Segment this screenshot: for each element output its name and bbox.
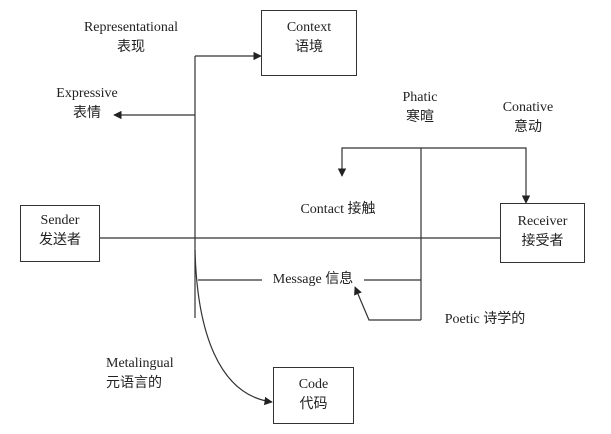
- arrow-contact: [337, 147, 421, 177]
- representational-label-en: Representational: [83, 20, 179, 35]
- representational-label-zh: 表现: [117, 40, 145, 55]
- context-label-zh: 语境: [295, 40, 323, 55]
- context-box: [261, 10, 357, 76]
- phatic-label: Phatic 寒暄: [380, 88, 460, 128]
- contact-label: Contact 接触: [300, 202, 376, 217]
- code-box: [273, 367, 354, 424]
- sender-label-zh: 发送者: [39, 233, 81, 248]
- arrow-to-receiver: [421, 147, 531, 204]
- receiver-label-zh: 接受者: [521, 234, 564, 249]
- arrow-to-code: [194, 249, 273, 406]
- metalingual-label: Metalingual 元语言的: [106, 354, 190, 394]
- metalingual-label-zh: 元语言的: [106, 376, 162, 391]
- expressive-label-zh: 表情: [73, 106, 101, 121]
- code-label-en: Code: [298, 377, 329, 392]
- expressive-label-en: Expressive: [56, 86, 118, 101]
- expressive-label: Expressive 表情: [42, 84, 132, 124]
- phatic-label-zh: 寒暄: [406, 110, 434, 125]
- poetic-label: Poetic 诗学的: [444, 312, 526, 327]
- representational-label: Representational 表现: [66, 18, 196, 58]
- conative-label-en: Conative: [502, 100, 554, 115]
- conative-label: Conative 意动: [488, 98, 568, 138]
- message-label: Message 信息: [272, 272, 354, 287]
- receiver-box: [500, 203, 585, 263]
- sender-label: Sender 发送者: [20, 211, 100, 251]
- receiver-label: Receiver 接受者: [500, 212, 585, 252]
- metalingual-label-en: Metalingual: [106, 356, 174, 371]
- sender-box: [20, 205, 100, 262]
- code-label: Code 代码: [273, 375, 354, 415]
- receiver-label-en: Receiver: [517, 214, 568, 229]
- code-label-zh: 代码: [299, 397, 328, 412]
- arrow-poetic: [354, 286, 421, 321]
- phatic-label-en: Phatic: [402, 90, 438, 105]
- conative-label-zh: 意动: [514, 120, 542, 135]
- context-label-en: Context: [286, 20, 332, 35]
- sender-label-en: Sender: [40, 213, 80, 228]
- context-label: Context 语境: [261, 18, 357, 58]
